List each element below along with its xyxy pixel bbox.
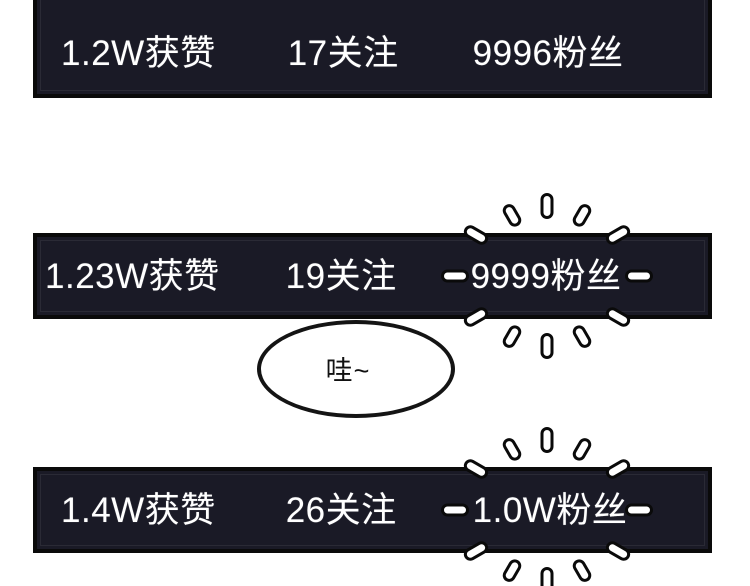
sparkle-ray-2: [570, 201, 594, 230]
sparkle-ray-7: [540, 567, 554, 586]
stat-row: 1.2W获赞 17关注 9996粉丝: [37, 18, 708, 71]
likes-stat: 1.23W获赞: [45, 256, 220, 296]
fans-stat: 9996粉丝: [472, 33, 624, 73]
stat-row: 1.23W获赞 19关注 9999粉丝: [37, 259, 708, 294]
stat-row: 1.4W获赞 26关注 1.0W粉丝: [37, 493, 708, 528]
sparkle-ray-12: [500, 435, 524, 464]
fans-stat: 1.0W粉丝: [472, 490, 628, 530]
likes-stat: 1.4W获赞: [61, 490, 216, 530]
sparkle-ray-8: [500, 556, 524, 585]
sparkle-ray-2: [570, 435, 594, 464]
following-stat: 26关注: [285, 490, 397, 530]
stat-bar-panel-2: 1.23W获赞 19关注 9999粉丝: [33, 233, 712, 319]
sparkle-ray-7: [540, 333, 554, 359]
speech-bubble-text: 哇~: [325, 355, 371, 386]
sparkle-ray-6: [570, 322, 594, 351]
stat-bar-panel-3: 1.4W获赞 26关注 1.0W粉丝: [33, 467, 712, 553]
following-stat: 19关注: [285, 256, 397, 296]
sparkle-ray-8: [500, 322, 524, 351]
sparkle-ray-1: [540, 193, 554, 219]
sparkle-ray-12: [500, 201, 524, 230]
fans-stat: 9999粉丝: [470, 256, 622, 296]
likes-stat: 1.2W获赞: [61, 33, 216, 73]
stat-bar-panel-1: 1.2W获赞 17关注 9996粉丝: [33, 0, 712, 98]
following-stat: 17关注: [287, 33, 399, 73]
sparkle-ray-6: [570, 556, 594, 585]
sparkle-ray-1: [540, 427, 554, 453]
speech-bubble: 哇~: [257, 320, 455, 418]
